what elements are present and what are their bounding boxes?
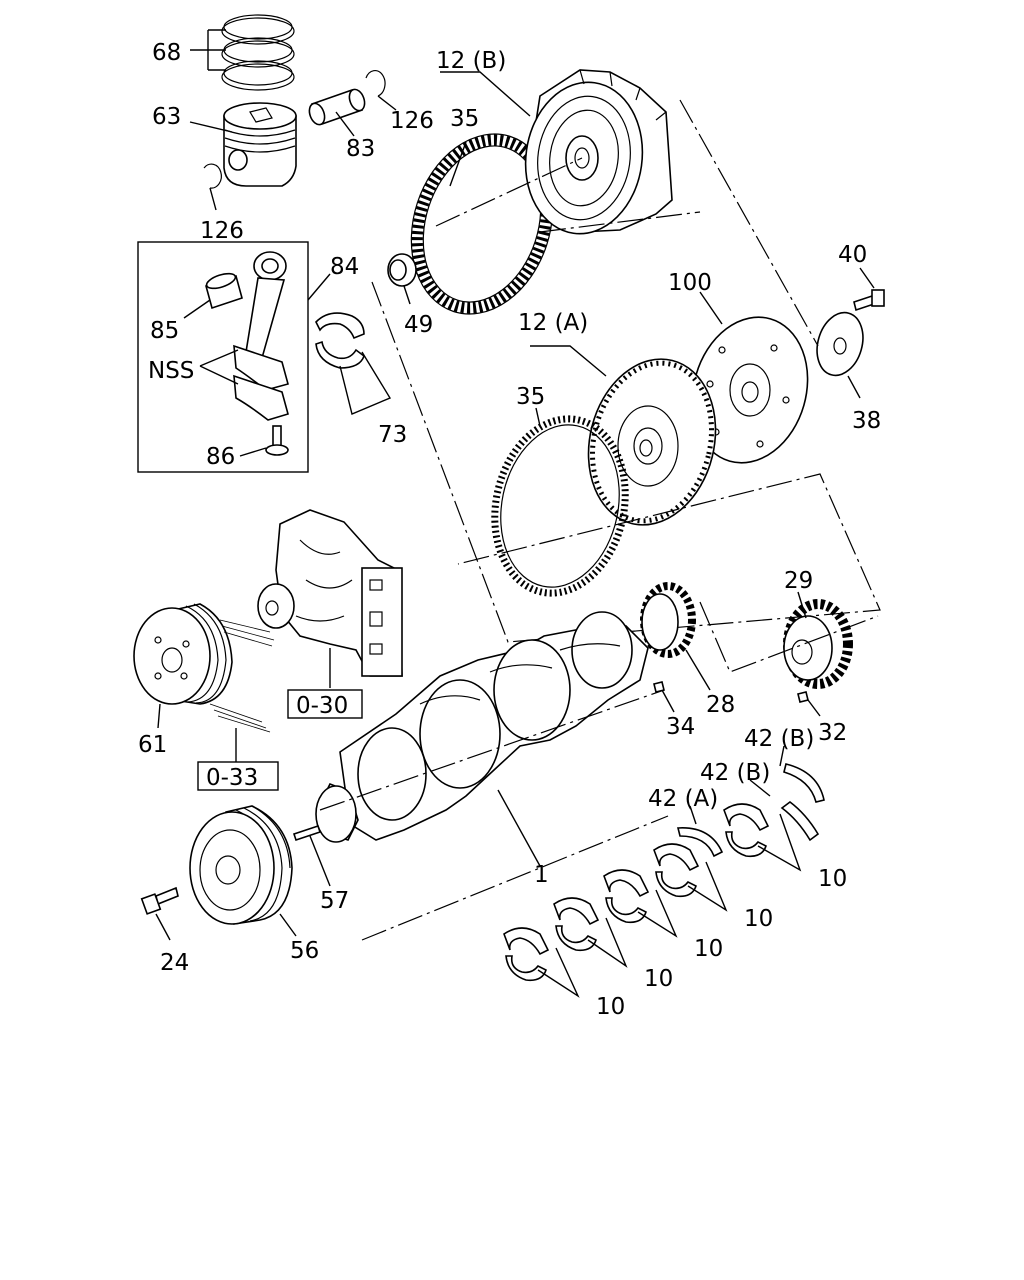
thrust-washer-b-upper [783,763,825,803]
callout-10-4: 10 [644,966,673,992]
reinforcement-plate [816,311,864,377]
snap-ring-lower [203,163,222,189]
callout-32: 32 [818,720,847,746]
oil-pump-gear [783,599,853,689]
piston-rings [221,14,295,91]
ring-gear-upper [410,133,554,315]
callout-126-upper: 126 [390,108,434,134]
callout-56: 56 [290,938,319,964]
conrod-bolt [265,425,289,456]
main-bearing-set-4 [553,897,600,952]
ring-gear-lower [491,415,629,597]
ref-box-0-30 [287,689,363,719]
small-end-bushing [205,272,243,310]
conrod-bearings [315,312,365,369]
pilot-bearing [387,253,417,287]
callout-10-3: 10 [694,936,723,962]
callout-86: 86 [206,444,235,470]
piston [223,102,297,187]
callout-35-upper: 35 [450,106,479,132]
callout-29: 29 [784,568,813,594]
thrust-washer-a [676,827,724,858]
main-bearing-set-2 [653,843,700,898]
ref-box-0-33 [197,761,279,791]
thrust-washer-b-lower [780,800,820,842]
callout-10-2: 10 [744,906,773,932]
drive-plate [691,316,809,464]
callout-34: 34 [666,714,695,740]
callout-12a: 12 (A) [518,310,588,336]
pin-57 [292,824,322,842]
snap-ring-upper [365,69,386,97]
callout-42a: 42 (A) [648,786,718,812]
conrod-assembly-box [137,241,309,473]
callout-35-lower: 35 [516,384,545,410]
main-bearing-set-1 [723,803,770,858]
main-bearing-set-3 [603,869,650,924]
callout-40: 40 [838,242,867,268]
water-pump [257,509,403,677]
callout-68: 68 [152,40,181,66]
flywheel-b [524,69,673,235]
pin-34 [653,681,665,693]
callout-0-30: 0-30 [296,693,348,719]
pin-32 [797,691,809,703]
callout-nss: NSS [148,358,194,384]
callout-24: 24 [160,950,189,976]
callout-42b-upper: 42 (B) [744,726,814,752]
callout-85: 85 [150,318,179,344]
flywheel-bolt [853,289,885,312]
callout-83: 83 [346,136,375,162]
callout-10-1: 10 [818,866,847,892]
callout-100: 100 [668,270,712,296]
callout-63: 63 [152,104,181,130]
fan-pulley [133,603,233,705]
callout-61: 61 [138,732,167,758]
callout-49: 49 [404,312,433,338]
piston-pin [308,88,366,126]
callout-10-5: 10 [596,994,625,1020]
crank-pulley [189,805,293,925]
main-bearing-set-5 [503,927,550,982]
callout-126-lower: 126 [200,218,244,244]
callout-38: 38 [852,408,881,434]
callout-12b: 12 (B) [436,48,506,74]
connecting-rod [233,251,289,421]
pulley-bolt [140,886,179,915]
callout-42b-lower: 42 (B) [700,760,770,786]
crank-gear [640,582,696,658]
callout-57: 57 [320,888,349,914]
callout-0-33: 0-33 [206,765,258,791]
callout-84: 84 [330,254,359,280]
callout-73: 73 [378,422,407,448]
callout-28: 28 [706,692,735,718]
crankshaft [315,611,649,843]
